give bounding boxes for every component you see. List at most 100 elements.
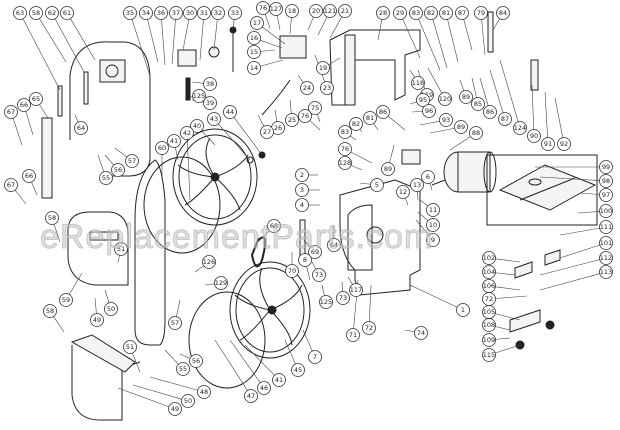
callout-number: 12: [399, 188, 407, 196]
callout-circle: [349, 117, 363, 131]
leader-line-89: [429, 127, 455, 134]
callout-number: 27: [263, 128, 271, 136]
callout-number: 95: [419, 96, 427, 104]
leader-line-15: [260, 49, 276, 52]
part-callout-51: 51: [123, 340, 137, 354]
callout-number: 97: [602, 191, 610, 199]
leader-line-126: [194, 265, 204, 273]
callout-circle: [169, 6, 183, 20]
part-callout-24: 24: [300, 81, 314, 95]
leader-line-121: [317, 16, 328, 36]
part-callout-42: 42: [180, 126, 194, 140]
callout-number: 121: [324, 7, 336, 15]
callout-number: 101: [600, 239, 612, 247]
part-callout-90: 90: [527, 129, 541, 143]
part-callout-40: 40: [190, 119, 204, 133]
callout-circle: [285, 264, 299, 278]
leader-line-127: [276, 15, 281, 31]
callout-circle: [319, 295, 333, 309]
part-callout-95: 95: [416, 93, 430, 107]
leader-line-59: [69, 272, 83, 295]
callout-circle: [308, 245, 322, 259]
callout-circle: [376, 6, 390, 20]
part-callout-30: 30: [183, 6, 197, 20]
part-callout-55: 55: [99, 171, 113, 185]
leader-line-86: [479, 77, 489, 106]
callout-circle: [300, 81, 314, 95]
part-callout-64: 64: [327, 238, 341, 252]
part-callout-69: 69: [308, 245, 322, 259]
callout-circle: [338, 156, 352, 170]
callout-number: 5: [375, 181, 379, 189]
callout-number: 25: [288, 116, 296, 124]
leader-line-24: [297, 74, 304, 83]
part-callout-105: 105: [482, 305, 496, 319]
leader-line-51: [117, 255, 120, 263]
tension-cable: [261, 79, 291, 116]
part-callout-72: 72: [482, 292, 496, 306]
callout-number: 55: [179, 365, 187, 373]
leader-line-43: [218, 123, 251, 161]
callout-circle: [527, 129, 541, 143]
callout-number: 112: [600, 254, 612, 262]
leader-line-83: [350, 135, 357, 141]
callout-circle: [338, 125, 352, 139]
part-callout-70: 70: [285, 264, 299, 278]
leader-line-76: [350, 151, 373, 164]
leader-line-65: [39, 104, 49, 119]
callout-circle: [327, 238, 341, 252]
part-callout-16: 16: [247, 31, 261, 45]
callout-circle: [45, 6, 59, 20]
callout-number: 72: [365, 324, 373, 332]
leader-line-28: [377, 19, 383, 41]
callout-circle: [474, 6, 488, 20]
callout-circle: [247, 31, 261, 45]
callout-circle: [291, 363, 305, 377]
callout-number: 83: [412, 9, 420, 17]
leader-line-68: [254, 230, 270, 246]
part-callout-17: 17: [250, 16, 264, 30]
callout-circle: [180, 126, 194, 140]
callout-circle: [228, 6, 242, 20]
callout-number: 20: [312, 7, 320, 15]
callout-circle: [247, 61, 261, 75]
callout-number: 82: [352, 120, 360, 128]
callout-circle: [22, 169, 36, 183]
leader-line-67: [14, 189, 27, 205]
callout-circle: [197, 6, 211, 20]
callout-number: 75: [311, 104, 319, 112]
part-callout-72: 72: [362, 321, 376, 335]
callout-circle: [338, 4, 352, 18]
callout-number: 42: [183, 129, 191, 137]
leader-line-42: [186, 139, 191, 201]
part-callout-13: 13: [410, 178, 424, 192]
callout-circle: [203, 77, 217, 91]
leader-line-120: [427, 67, 443, 94]
callout-number: 48: [200, 388, 208, 396]
part-callout-92: 92: [557, 137, 571, 151]
callout-circle: [439, 6, 453, 20]
part-callout-47: 47: [244, 389, 258, 403]
callout-number: 111: [600, 223, 612, 231]
callout-number: 87: [501, 115, 509, 123]
leader-line-82: [432, 19, 448, 69]
callout-number: 87: [458, 9, 466, 17]
callout-number: 57: [171, 319, 179, 327]
leader-line-5: [359, 182, 371, 185]
leader-line-17: [262, 26, 286, 45]
callout-circle: [599, 160, 613, 174]
callout-number: 118: [412, 79, 424, 87]
callout-number: 57: [128, 157, 136, 165]
callout-circle: [323, 4, 337, 18]
callout-circle: [455, 6, 469, 20]
part-callout-59: 59: [59, 293, 73, 307]
part-callout-1: 1: [456, 303, 470, 317]
part-callout-121: 121: [323, 4, 337, 18]
part-callout-60: 60: [155, 141, 169, 155]
part-callout-20: 20: [309, 4, 323, 18]
part-callout-65: 65: [29, 92, 43, 106]
part-callout-74: 74: [414, 326, 428, 340]
callout-number: 11: [429, 206, 437, 214]
callout-number: 85: [474, 100, 482, 108]
callout-number: 88: [472, 129, 480, 137]
